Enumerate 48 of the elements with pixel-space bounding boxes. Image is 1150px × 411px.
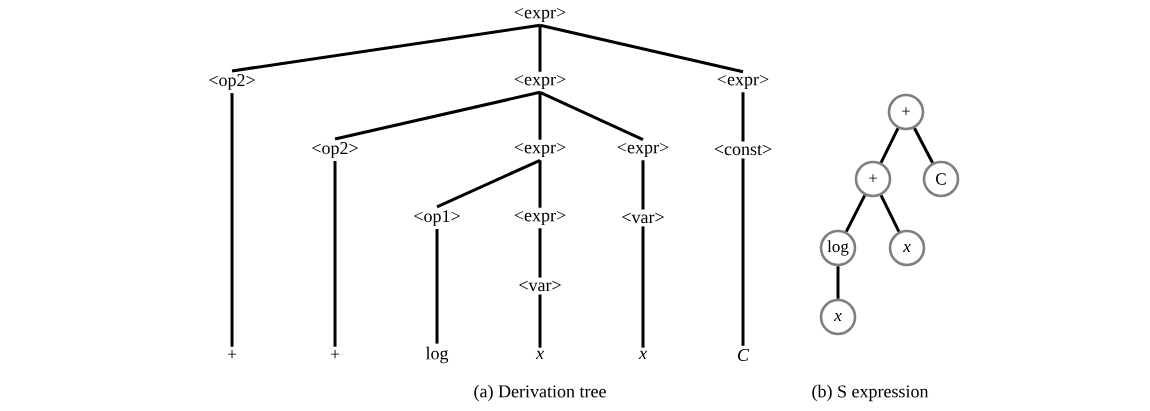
tree-line [879, 194, 901, 233]
tree-label: <expr> [514, 74, 566, 90]
tree-line [333, 161, 337, 347]
tree-label: <expr> [717, 74, 769, 90]
tree-line [641, 160, 645, 210]
tree-line [741, 92, 745, 142]
tree-line [539, 90, 644, 142]
tree-label: <const> [714, 144, 772, 156]
tree-label: <expr> [514, 7, 566, 23]
tree-line [538, 294, 542, 348]
tree-label: <op2> [312, 142, 358, 158]
circle-node: x [888, 229, 926, 267]
tree-line [538, 25, 542, 72]
tree-line [844, 194, 867, 233]
tree-label: x [638, 350, 647, 360]
tree-label: + [330, 349, 340, 359]
tree-label: x [535, 350, 544, 360]
tree-line [436, 158, 541, 209]
tree-label: <op1> [414, 210, 460, 226]
tree-line [879, 127, 900, 164]
circle-node: + [887, 93, 925, 131]
tree-label: log [425, 346, 449, 364]
tree-line [538, 160, 542, 208]
tree-line [913, 127, 934, 164]
tree-line [539, 23, 744, 74]
tree-line [230, 93, 234, 347]
tree-line [231, 23, 541, 73]
tree-line [741, 158, 745, 346]
tree-label: <op2> [209, 74, 255, 90]
tree-line [538, 228, 542, 278]
tree-label: <expr> [514, 210, 566, 226]
caption: (a) Derivation tree [474, 384, 606, 402]
tree-label: <var> [519, 280, 561, 292]
circle-node: C [922, 160, 960, 198]
tree-line [538, 92, 542, 140]
circle-node: log [819, 229, 857, 267]
tree-label: <expr> [514, 142, 566, 158]
tree-label: + [227, 349, 237, 359]
circle-node: + [854, 160, 892, 198]
tree-line [836, 266, 840, 299]
tree-line [334, 90, 541, 141]
tree-line [435, 229, 439, 344]
tree-line [641, 226, 645, 348]
tree-label: <var> [622, 212, 664, 224]
circle-node: x [819, 298, 857, 336]
tree-label: C [738, 348, 750, 362]
caption: (b) S expression [812, 384, 929, 402]
tree-label: <expr> [617, 142, 669, 158]
